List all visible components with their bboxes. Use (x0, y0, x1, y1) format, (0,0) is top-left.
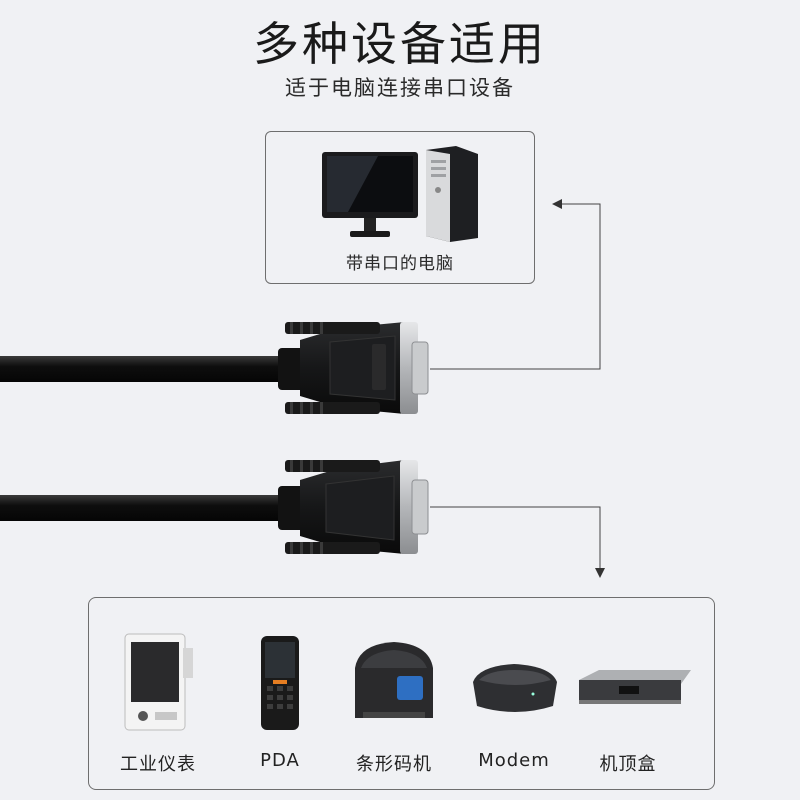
computer-label: 带串口的电脑 (346, 254, 454, 274)
device-label: 条形码机 (356, 754, 432, 775)
device-modem: Modem (459, 598, 569, 791)
db9-connector-top (0, 322, 429, 414)
devices-box: 工业仪表 PDA 条形码机 Modem (88, 597, 715, 790)
device-barcode-printer: 条形码机 (339, 598, 449, 791)
desktop-computer-icon (322, 146, 478, 242)
modem-icon (473, 664, 557, 712)
arrow-down-icon (595, 568, 605, 578)
barcode-printer-icon (355, 642, 433, 718)
page-subtitle: 适于电脑连接串口设备 (285, 76, 515, 100)
arrow-left-icon (552, 199, 562, 209)
device-industrial-meter: 工业仪表 (103, 598, 213, 791)
device-label: 机顶盒 (599, 754, 657, 775)
device-set-top-box: 机顶盒 (573, 598, 691, 791)
pda-icon (261, 636, 299, 730)
set-top-box-icon (579, 670, 691, 704)
device-pda: PDA (225, 598, 335, 791)
industrial-meter-icon (124, 633, 193, 731)
device-label: PDA (260, 750, 300, 771)
db9-connector-bottom (0, 460, 429, 554)
device-label: Modem (478, 750, 550, 771)
page-title: 多种设备适用 (253, 17, 547, 71)
device-label: 工业仪表 (120, 754, 196, 775)
computer-box: 带串口的电脑 (265, 131, 535, 284)
serial-cable-illustration (0, 322, 429, 554)
